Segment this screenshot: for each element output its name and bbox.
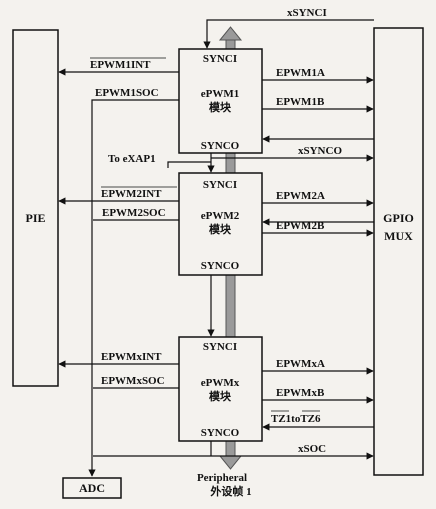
xsoc-label: xSOC (298, 443, 326, 455)
xsynco-label: xSYNCO (298, 145, 342, 157)
epwm1-name: ePWM1 (201, 88, 239, 100)
epwmxsoc-label: EPWMxSOC (101, 375, 165, 387)
adc-block: ADC (62, 477, 122, 499)
epwmxb-label: EPWMxB (276, 387, 325, 399)
epwm1int-label: EPWM1INT (90, 59, 151, 71)
peripheral-sub-label: 外设帧 1 (209, 484, 251, 498)
peripheral-label: Peripheral (197, 472, 247, 484)
epwm2a-label: EPWM2A (276, 190, 325, 202)
epwm1-module: SYNCI ePWM1 模块 SYNCO (178, 48, 263, 154)
mux-label: MUX (384, 229, 413, 243)
synco1-signals: To eXAP1 xSYNCO (108, 145, 374, 173)
epwm2-synco: SYNCO (201, 260, 240, 272)
epwm1-sub: 模块 (209, 100, 232, 114)
epwm1a-label: EPWM1A (276, 67, 325, 79)
epwm1b-label: EPWM1B (276, 96, 325, 108)
epwm2b-label: EPWM2B (276, 220, 325, 232)
epwm1soc-label: EPWM1SOC (95, 87, 159, 99)
pie-label: PIE (25, 211, 45, 225)
epwm2-signals: EPWM2A EPWM2B EPWM2INT EPWM2SOC (58, 186, 374, 237)
epwmx-sub: 模块 (209, 389, 232, 403)
epwmxa-label: EPWMxA (276, 358, 325, 370)
epwmx-synco: SYNCO (201, 427, 240, 439)
epwm1-synci: SYNCI (203, 53, 237, 65)
adc-label: ADC (79, 481, 105, 495)
epwm2soc-label: EPWM2SOC (102, 207, 166, 219)
epwm2-synci: SYNCI (203, 179, 237, 191)
epwm2-module: SYNCI ePWM2 模块 SYNCO (178, 172, 263, 276)
xsoc-signal: xSOC (93, 441, 374, 460)
epwm1-synco: SYNCO (201, 140, 240, 152)
epwmx-signals: EPWMxA EPWMxB EPWMxINT EPWMxSOC TZ1toTZ6 (58, 351, 374, 431)
epwm2-name: ePWM2 (201, 210, 240, 222)
tz-label: TZ1toTZ6 (271, 413, 321, 425)
epwmxint-label: EPWMxINT (101, 351, 162, 363)
epwm2int-label: EPWM2INT (101, 188, 162, 200)
epwm2-sub: 模块 (209, 222, 232, 236)
gpio-mux-block: GPIO MUX (373, 27, 424, 476)
xsynci-signal: xSYNCI (203, 7, 374, 49)
to-exap1-label: To eXAP1 (108, 153, 156, 165)
xsynci-label: xSYNCI (287, 7, 327, 19)
epwmx-name: ePWMx (201, 377, 240, 389)
epwm1-signals: EPWM1A EPWM1B EPWM1INT EPWM1SOC (58, 57, 374, 477)
epwmx-module: SYNCI ePWMx 模块 SYNCO (178, 336, 263, 442)
gpio-label: GPIO (383, 211, 414, 225)
epwmx-synci: SYNCI (203, 341, 237, 353)
pie-block: PIE (12, 29, 59, 387)
